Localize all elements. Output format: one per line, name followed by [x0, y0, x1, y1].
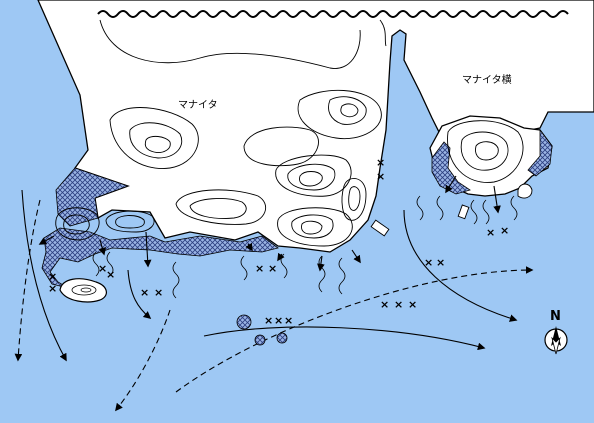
- rock-marker-x-icon: ×: [48, 282, 57, 295]
- reef-area: [527, 128, 553, 177]
- rock-contour: [71, 284, 97, 296]
- surf-lines: [92, 195, 518, 299]
- rock-marker-x-icon: ×: [106, 268, 115, 281]
- current-arrows: [14, 175, 534, 412]
- pier: [370, 219, 390, 237]
- rock-marker-x-icon: ×: [268, 262, 277, 275]
- submerged-rock: [236, 314, 252, 330]
- reef-area: [431, 141, 471, 195]
- rock-marker-x-icon: ×: [486, 226, 495, 239]
- submerged-rock: [276, 332, 288, 344]
- rock-marker-x-icon: ×: [436, 256, 445, 269]
- rock-markers: × × × × × × × × × × × × × × × × × × × ×: [48, 156, 509, 327]
- rock-contour: [80, 287, 92, 293]
- pier: [457, 204, 470, 220]
- north-arrow-icon: N: [544, 309, 568, 355]
- rock-marker-x-icon: ×: [140, 286, 149, 299]
- rock-marker-x-icon: ×: [408, 298, 417, 311]
- cliff-top-line: [97, 10, 569, 18]
- point-label-side: マナイタ横: [462, 75, 512, 86]
- small-rock: [517, 183, 533, 199]
- point-label-main: マナイタ: [178, 100, 218, 111]
- reef-area: [55, 167, 130, 227]
- rock-marker-x-icon: ×: [274, 314, 283, 327]
- rock-marker-x-icon: ×: [255, 262, 264, 275]
- offshore-rock: [59, 278, 107, 303]
- rock-marker-x-icon: ×: [376, 170, 385, 183]
- rock-marker-x-icon: ×: [48, 270, 57, 283]
- rock-marker-x-icon: ×: [264, 314, 273, 327]
- north-letter: N: [550, 309, 561, 324]
- submerged-rock: [254, 334, 266, 346]
- rock-marker-x-icon: ×: [284, 314, 293, 327]
- rock-marker-x-icon: ×: [500, 224, 509, 237]
- rock-marker-x-icon: ×: [394, 298, 403, 311]
- inland-contour: [99, 19, 361, 69]
- rock-marker-x-icon: ×: [154, 286, 163, 299]
- land-rock-contours: [55, 89, 524, 247]
- rock-marker-x-icon: ×: [424, 256, 433, 269]
- rock-marker-x-icon: ×: [376, 156, 385, 169]
- rock-marker-x-icon: ×: [98, 262, 107, 275]
- rock-marker-x-icon: ×: [380, 298, 389, 311]
- inland-contour: [379, 19, 387, 47]
